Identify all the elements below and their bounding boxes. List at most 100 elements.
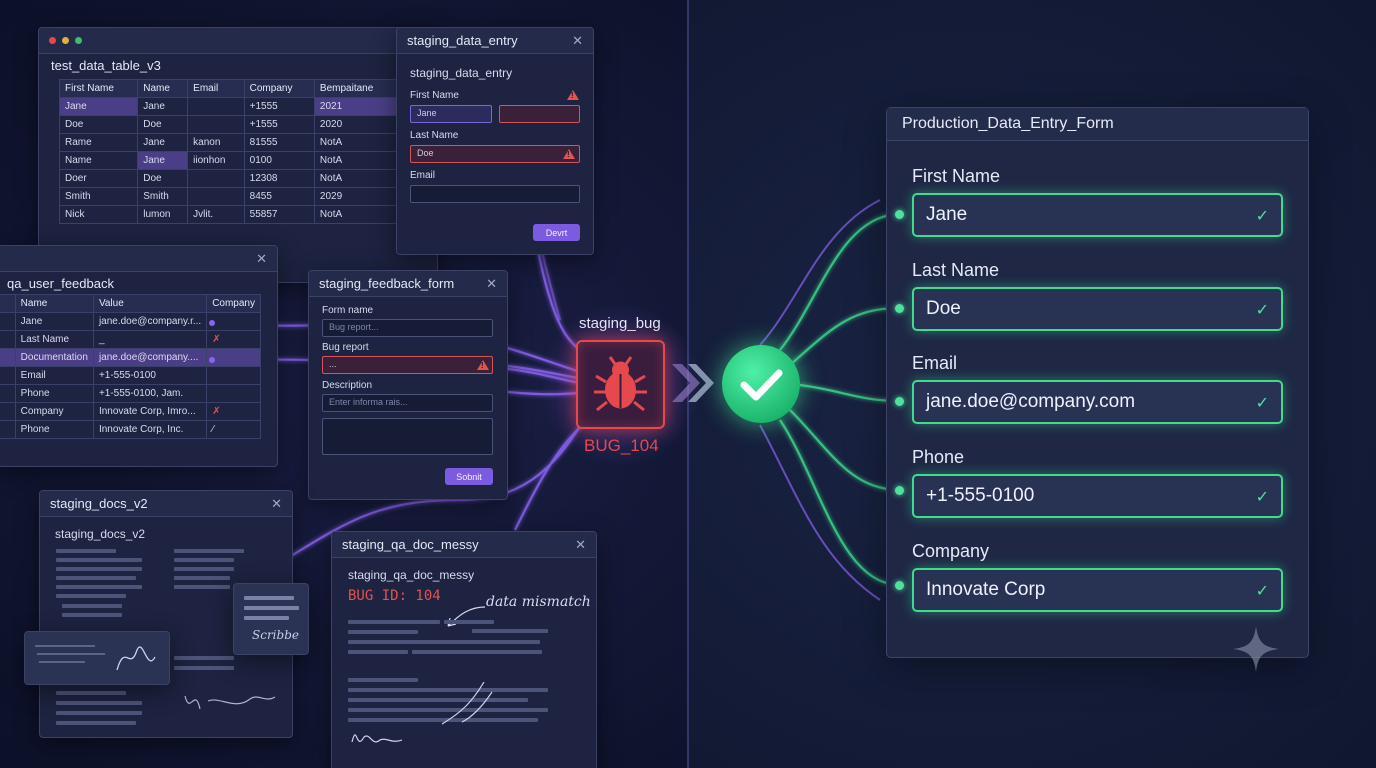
table-cell[interactable]: Last Name: [14, 330, 94, 349]
table-cell[interactable]: Doe: [58, 115, 139, 134]
last-name-input[interactable]: Doe ✓: [912, 287, 1283, 331]
table-cell[interactable]: kanon: [187, 133, 245, 152]
description-input[interactable]: Enter informa rais...: [322, 394, 493, 412]
table-cell[interactable]: jane.doe@company.r...: [92, 312, 208, 331]
table-cell[interactable]: [206, 348, 261, 367]
table-cell[interactable]: +1555: [243, 97, 315, 116]
column-header[interactable]: Company: [243, 79, 315, 98]
table-row[interactable]: Last Name_✗: [0, 330, 261, 349]
table-cell[interactable]: _: [92, 330, 208, 349]
table-cell[interactable]: Nick: [58, 205, 139, 224]
table-cell[interactable]: ✗: [206, 402, 261, 421]
form-name-input[interactable]: Bug report...: [322, 319, 493, 337]
table-cell[interactable]: [187, 169, 245, 188]
table-cell[interactable]: 2021: [313, 97, 400, 116]
company-input[interactable]: Innovate Corp ✓: [912, 568, 1283, 612]
table-cell[interactable]: Doer: [58, 169, 139, 188]
table-row[interactable]: Doe Doe +1555 2020: [58, 115, 400, 134]
table-cell[interactable]: NotA: [313, 151, 400, 170]
table-cell[interactable]: NotA: [313, 205, 400, 224]
table-cell[interactable]: Jane: [137, 133, 189, 152]
column-header[interactable]: First Name: [58, 79, 139, 98]
table-cell[interactable]: 55857: [243, 205, 315, 224]
column-header[interactable]: Name: [137, 79, 189, 98]
first-name-input[interactable]: Jane: [410, 105, 492, 123]
close-icon[interactable]: ✕: [486, 276, 497, 291]
table-cell[interactable]: +1-555-0100, Jam.: [92, 384, 208, 403]
bug-report-input[interactable]: ...: [322, 356, 493, 374]
table-cell[interactable]: 2020: [313, 115, 400, 134]
table-row[interactable]: Email+1-555-0100: [0, 366, 261, 385]
table-cell[interactable]: [206, 366, 261, 385]
column-header[interactable]: Value: [92, 294, 208, 313]
close-dot-icon[interactable]: [49, 37, 56, 44]
table-cell[interactable]: Name: [58, 151, 139, 170]
table-cell[interactable]: Smith: [137, 187, 189, 206]
table-cell[interactable]: [187, 97, 245, 116]
phone-input[interactable]: +1-555-0100 ✓: [912, 474, 1283, 518]
table-cell[interactable]: Innovate Corp, Imro...: [92, 402, 208, 421]
table-cell[interactable]: Phone: [14, 420, 94, 439]
table-cell[interactable]: +1555: [243, 115, 315, 134]
table-cell[interactable]: Documentation: [14, 348, 94, 367]
table-cell[interactable]: Doe: [137, 169, 189, 188]
table-cell[interactable]: lumon: [137, 205, 189, 224]
table-cell[interactable]: Jvlit.: [187, 205, 245, 224]
table-cell[interactable]: 8455: [243, 187, 315, 206]
table-cell[interactable]: Doe: [137, 115, 189, 134]
table-cell[interactable]: Smith: [58, 187, 139, 206]
column-header[interactable]: Company: [206, 294, 261, 313]
table-row[interactable]: Rame Jane kanon 81555 NotA: [58, 133, 400, 152]
close-icon[interactable]: ✕: [256, 251, 267, 266]
table-cell[interactable]: Jane: [58, 97, 139, 116]
table-cell[interactable]: +1-555-0100: [92, 366, 208, 385]
table-cell[interactable]: iionhon: [187, 151, 245, 170]
table-row[interactable]: Doer Doe 12308 NotA: [58, 169, 400, 188]
column-header[interactable]: Email: [187, 79, 245, 98]
table-cell[interactable]: NotA: [313, 133, 400, 152]
table-cell[interactable]: ✗: [206, 330, 261, 349]
table-cell[interactable]: ⁄: [206, 420, 261, 439]
table-cell[interactable]: [187, 187, 245, 206]
table-cell[interactable]: Jane: [14, 312, 94, 331]
table-cell[interactable]: Jane: [137, 97, 189, 116]
description-textarea[interactable]: [322, 418, 493, 455]
submit-button[interactable]: Sobnit: [445, 468, 493, 485]
minimize-dot-icon[interactable]: [62, 37, 69, 44]
bug-node[interactable]: [576, 340, 665, 429]
table-cell[interactable]: 0100: [243, 151, 315, 170]
table-cell[interactable]: Company: [14, 402, 94, 421]
column-header[interactable]: Name: [14, 294, 94, 313]
table-row[interactable]: Nick lumon Jvlit. 55857 NotA: [58, 205, 400, 224]
table-cell[interactable]: Phone: [14, 384, 94, 403]
first-name-input[interactable]: Jane ✓: [912, 193, 1283, 237]
close-icon[interactable]: ✕: [575, 537, 586, 552]
table-cell[interactable]: Innovate Corp, Inc.: [92, 420, 208, 439]
table-cell[interactable]: [187, 115, 245, 134]
table-row[interactable]: Name Jane iionhon 0100 NotA: [58, 151, 400, 170]
table-cell[interactable]: 81555: [243, 133, 315, 152]
email-input[interactable]: jane.doe@company.com ✓: [912, 380, 1283, 424]
table-cell[interactable]: 12308: [243, 169, 315, 188]
submit-button[interactable]: Devrt: [533, 224, 580, 241]
maximize-dot-icon[interactable]: [75, 37, 82, 44]
table-cell[interactable]: Rame: [58, 133, 139, 152]
success-node[interactable]: [722, 345, 800, 423]
column-header[interactable]: Bempaitane: [313, 79, 400, 98]
table-cell[interactable]: [206, 384, 261, 403]
last-name-input[interactable]: Doe: [410, 145, 580, 163]
table-cell[interactable]: Jane: [137, 151, 189, 170]
table-cell[interactable]: Email: [14, 366, 94, 385]
table-row[interactable]: Jane Jane +1555 2021: [58, 97, 400, 116]
close-icon[interactable]: ✕: [572, 33, 583, 48]
first-name-secondary-input[interactable]: [499, 105, 580, 123]
close-icon[interactable]: ✕: [271, 496, 282, 511]
table-cell[interactable]: 2029: [313, 187, 400, 206]
table-cell[interactable]: jane.doe@company....: [92, 348, 208, 367]
table-cell[interactable]: NotA: [313, 169, 400, 188]
table-row[interactable]: Smith Smith 8455 2029: [58, 187, 400, 206]
